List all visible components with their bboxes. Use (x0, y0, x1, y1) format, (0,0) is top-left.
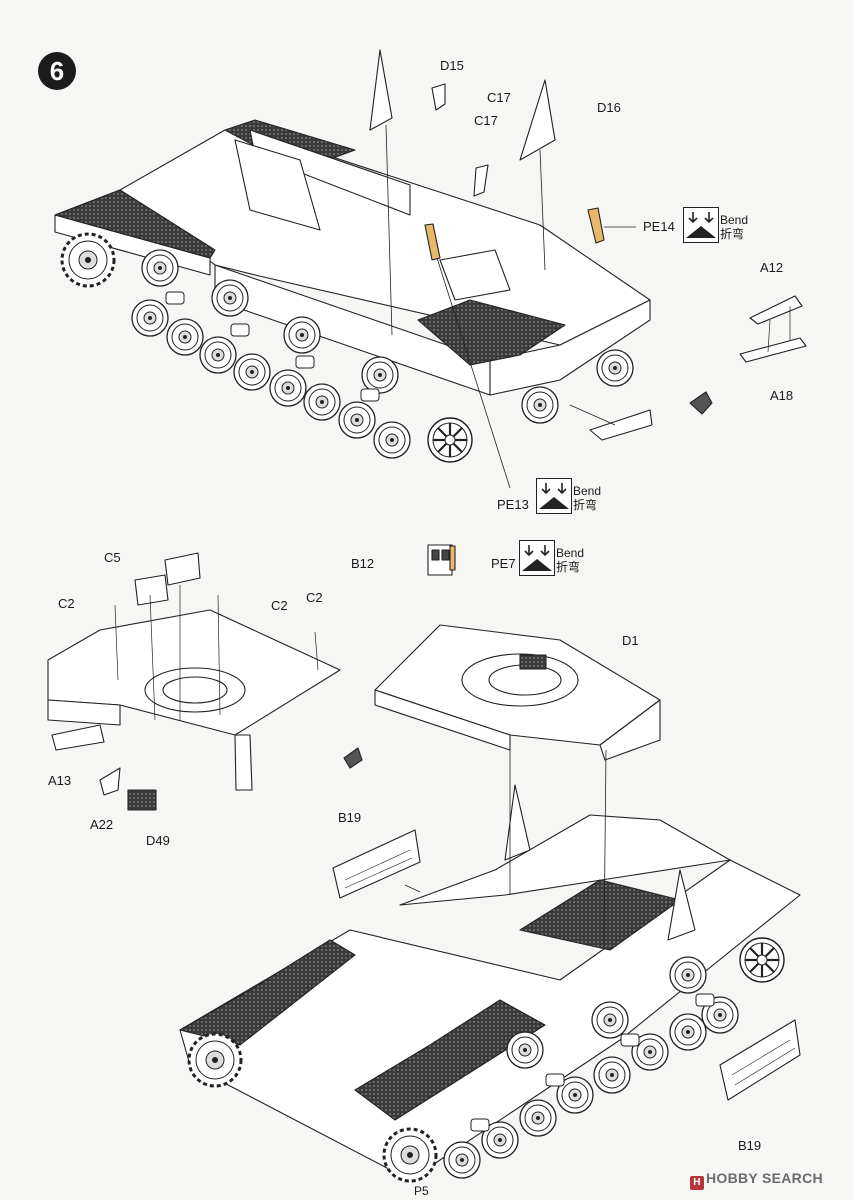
part-label-a18: A18 (770, 388, 794, 403)
part-label-d1: D1 (622, 633, 639, 648)
part-label-c2: C2 (306, 590, 323, 605)
part-label-c5: C5 (104, 550, 121, 565)
part-label-a22: A22 (90, 817, 114, 832)
deck-subassembly-drawing (47, 552, 363, 811)
bend-note-cn: 折弯 (720, 227, 745, 241)
bend-note-en: Bend (556, 546, 585, 560)
part-label-pe13: PE13 (497, 497, 529, 512)
part-label-c2: C2 (58, 596, 75, 611)
step-number-badge: 6 (38, 52, 76, 90)
bend-note-cn: 折弯 (573, 498, 598, 512)
bend-note: Bend 折弯 (556, 546, 584, 574)
part-label-a12: A12 (760, 260, 784, 275)
lower-hull-drawing (179, 544, 801, 1181)
part-label-c2: C2 (271, 598, 288, 613)
part-label-pe7: PE7 (491, 556, 516, 571)
bend-icon (683, 207, 719, 243)
part-label-b19: B19 (338, 810, 362, 825)
page-number: P5 (414, 1184, 429, 1198)
bend-note-cn: 折弯 (556, 560, 581, 574)
part-label-d15: D15 (440, 58, 464, 73)
bend-icon (536, 478, 572, 514)
bend-note: Bend 折弯 (720, 213, 748, 241)
part-label-c17: C17 (474, 113, 498, 128)
part-label-b19: B19 (738, 1138, 762, 1153)
watermark-logo: H (690, 1176, 704, 1190)
part-label-d16: D16 (597, 100, 621, 115)
part-label-b12: B12 (351, 556, 375, 571)
upper-hull-drawing (54, 49, 807, 489)
part-label-a13: A13 (48, 773, 72, 788)
part-label-pe14: PE14 (643, 219, 675, 234)
bend-icon (519, 540, 555, 576)
watermark-text: HOBBY SEARCH (706, 1170, 823, 1186)
bend-note-en: Bend (720, 213, 749, 227)
part-label-c17: C17 (487, 90, 511, 105)
bend-note-en: Bend (573, 484, 602, 498)
part-label-d49: D49 (146, 833, 170, 848)
bend-note: Bend 折弯 (573, 484, 601, 512)
